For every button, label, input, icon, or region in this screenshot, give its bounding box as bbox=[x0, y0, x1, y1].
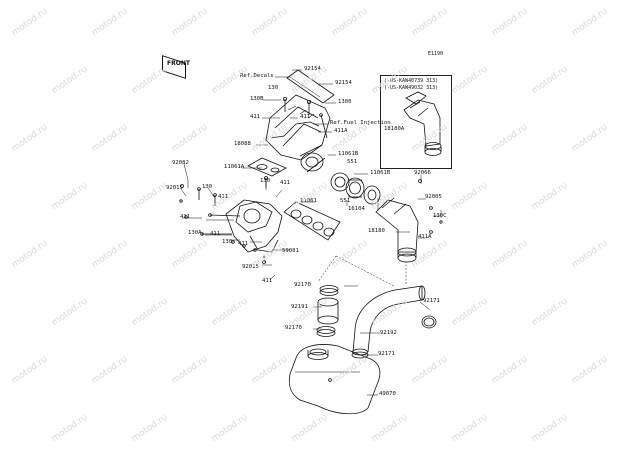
label-130-a: 130 bbox=[268, 85, 279, 91]
clamp-92171 bbox=[351, 315, 437, 359]
lower-manifold-59081 bbox=[225, 199, 283, 253]
label-130b: 130B bbox=[250, 96, 264, 102]
muffler-49070 bbox=[288, 344, 381, 415]
label-92015-b: 92015 bbox=[242, 264, 259, 270]
upper-manifold-18088 bbox=[265, 69, 335, 173]
label-411a-top: 411A bbox=[334, 128, 348, 134]
label-92005: 92005 bbox=[425, 194, 442, 200]
label-92082: 92082 bbox=[172, 160, 189, 166]
label-130a: 130A bbox=[188, 230, 202, 236]
label-411-h: 411 bbox=[262, 278, 273, 284]
label-11061b-b: 11061B bbox=[370, 170, 391, 176]
label-92171-b: 92171 bbox=[378, 351, 395, 357]
hose-92192 bbox=[352, 285, 426, 356]
label-411-a: 411 bbox=[250, 114, 261, 120]
label-411-c: 411 bbox=[280, 180, 291, 186]
label-11061b-a: 11061B bbox=[338, 151, 359, 157]
label-411-e: 411 bbox=[180, 214, 191, 220]
label-92154-a: 92154 bbox=[304, 66, 321, 72]
gasket-11061 bbox=[283, 201, 341, 241]
label-551-b: 551 bbox=[340, 198, 351, 204]
label-16104: 16104 bbox=[348, 206, 365, 212]
label-11061a: 11061A bbox=[224, 164, 245, 170]
inset-line-2: (-US-KAW49032 313) bbox=[384, 85, 439, 91]
label-18180: 18180 bbox=[368, 228, 385, 234]
label-130-c: 130 bbox=[260, 178, 271, 184]
inset-line-1: (-US-KAW40739 313) bbox=[384, 78, 439, 84]
fasteners bbox=[179, 97, 443, 264]
label-92066: 92066 bbox=[414, 170, 431, 176]
label-411a-bot: 411A bbox=[418, 234, 432, 240]
label-59081: 59081 bbox=[282, 248, 299, 254]
label-ref-fuel-injection: Ref.Fuel Injection bbox=[330, 120, 391, 126]
gasket-11061b-seal-551 bbox=[330, 172, 381, 205]
label-92154-b: 92154 bbox=[335, 80, 352, 86]
inset-part-label: 18180A bbox=[384, 126, 405, 132]
label-92191: 92191 bbox=[291, 304, 308, 310]
label-92192: 92192 bbox=[380, 330, 397, 336]
label-92015-a: 92015 bbox=[166, 185, 183, 191]
label-411-d: 411 bbox=[218, 194, 229, 200]
label-1300: 1300 bbox=[338, 99, 352, 105]
exhaust-pipe-18180 bbox=[375, 197, 419, 263]
label-411-b: 411 bbox=[300, 114, 311, 120]
label-130-e: 130 bbox=[222, 239, 233, 245]
label-411-g: 411 bbox=[238, 241, 249, 247]
label-411-f: 411 bbox=[210, 231, 221, 237]
label-ref-decals: Ref.Decals bbox=[240, 73, 274, 79]
inset-box bbox=[380, 75, 452, 169]
label-130c: 130C bbox=[433, 213, 447, 219]
front-callout-text: FRONT bbox=[167, 60, 190, 67]
label-92170-b: 92170 bbox=[285, 325, 302, 331]
coupling-92191 bbox=[316, 285, 339, 337]
label-18088: 18088 bbox=[234, 141, 251, 147]
label-92170-a: 92170 bbox=[294, 282, 311, 288]
label-551-a: 551 bbox=[347, 159, 358, 165]
label-49070: 49070 bbox=[379, 391, 396, 397]
label-92171-a: 92171 bbox=[423, 298, 440, 304]
diagram-id: E1190 bbox=[428, 51, 444, 57]
gasket-11061a bbox=[247, 157, 287, 177]
inset-pipe-18180a bbox=[403, 91, 442, 156]
label-11061: 11061 bbox=[300, 198, 317, 204]
label-130-d: 130 bbox=[202, 184, 213, 190]
